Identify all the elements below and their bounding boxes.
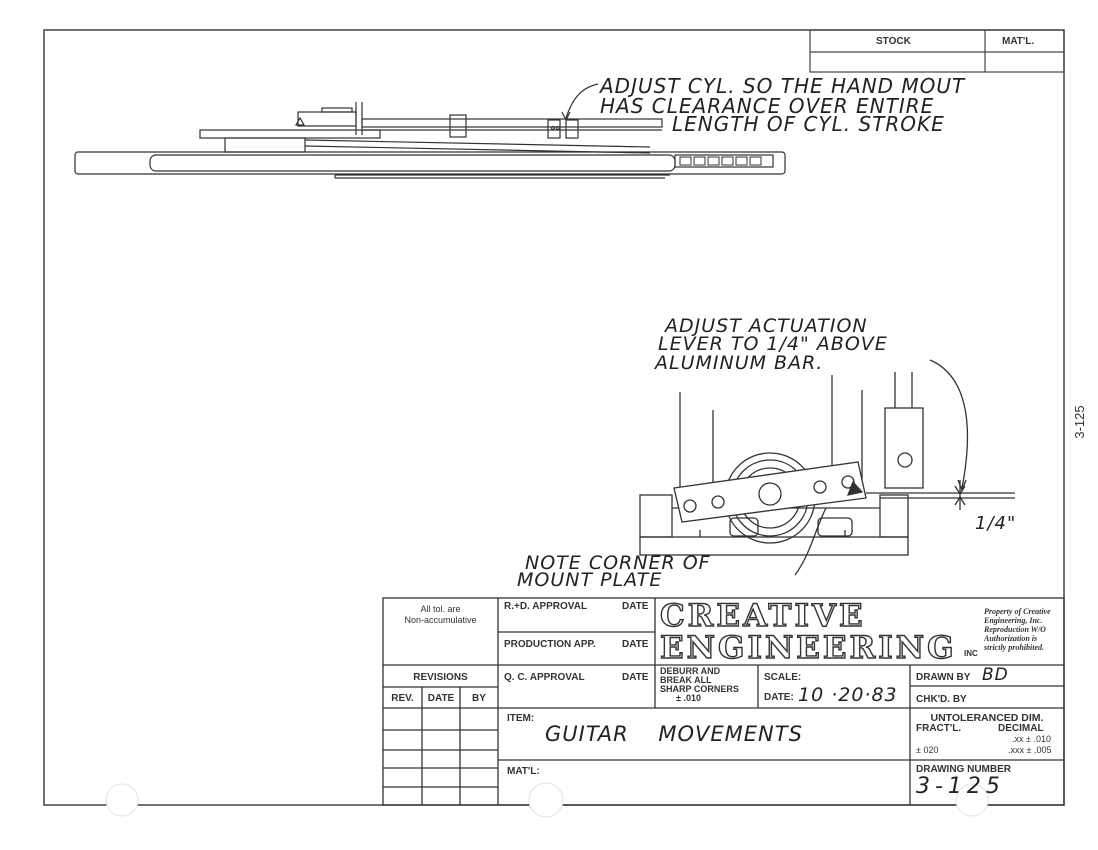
date-field-label: DATE: xyxy=(764,692,794,703)
deburr-line4: ± .010 xyxy=(676,693,701,703)
tolerance-note-line1: All tol. are xyxy=(420,604,461,614)
property-line4: Authorization is xyxy=(984,634,1038,643)
untoleranced-label: UNTOLERANCED DIM. xyxy=(930,712,1044,724)
stock-material-table xyxy=(809,29,1065,73)
cylinder-note-line1: ADJUST CYL. SO THE HAND MOUT xyxy=(600,74,966,98)
company-name-line1: CREATIVE xyxy=(659,597,866,634)
checked-by-label: CHK'D. BY xyxy=(916,694,967,705)
deburr-line3: SHARP CORNERS xyxy=(660,684,739,694)
side-drawing-number: 3-125 xyxy=(1072,405,1087,439)
company-name-line2: ENGINEERING xyxy=(659,629,957,666)
drawing-number-label: DRAWING NUMBER xyxy=(916,764,1011,775)
rd-date-label: DATE xyxy=(622,601,649,612)
drawn-by-value: BD xyxy=(982,665,1009,685)
production-date-label: DATE xyxy=(622,639,649,650)
property-line5: strictly prohibited. xyxy=(984,643,1044,652)
rd-approval-label: R.+D. APPROVAL xyxy=(504,601,588,612)
scale-label: SCALE: xyxy=(764,672,802,683)
date-value: 10 ·20·83 xyxy=(798,684,898,706)
lever-note-line2: LEVER TO 1/4" ABOVE xyxy=(658,333,888,355)
fractional-label: FRACT'L. xyxy=(916,723,962,734)
lever-note-line3: ALUMINUM BAR. xyxy=(655,352,824,374)
material-label: MAT'L: xyxy=(507,766,540,777)
item-value: GUITAR MOVEMENTS xyxy=(545,722,803,746)
rev-column-label: REV. xyxy=(391,693,414,704)
tolerance-xx: .xx ± .010 xyxy=(1012,734,1051,744)
deburr-line1: DEBURR AND xyxy=(660,666,721,676)
binder-holes xyxy=(105,782,989,818)
cylinder-note-line2: HAS CLEARANCE OVER ENTIRE xyxy=(600,94,935,118)
deburr-line2: BREAK ALL xyxy=(660,675,712,685)
lever-note-line1: ADJUST ACTUATION xyxy=(665,315,868,337)
tolerance-note-line2: Non-accumulative xyxy=(404,615,477,625)
dimension-label: 1/4" xyxy=(975,513,1017,534)
title-block xyxy=(382,597,1065,806)
item-label: ITEM: xyxy=(507,713,535,724)
stock-label: STOCK xyxy=(876,36,911,47)
property-line1: Property of Creative xyxy=(984,607,1051,616)
tolerance-xxx: .xxx ± .005 xyxy=(1008,745,1052,755)
production-app-label: PRODUCTION APP. xyxy=(504,639,596,650)
side-view-drawing xyxy=(74,83,786,179)
qc-date-label: DATE xyxy=(622,672,649,683)
drawing-number-value: 3-125 xyxy=(916,774,1005,799)
actuation-detail-drawing xyxy=(639,359,1015,576)
corner-note-line1: NOTE CORNER OF xyxy=(525,552,711,574)
property-line2: Engineering, Inc. xyxy=(984,616,1043,625)
cylinder-note-line3: LENGTH OF CYL. STROKE xyxy=(672,112,945,136)
date-column-label: DATE xyxy=(427,693,455,704)
material-header-label: MAT'L. xyxy=(1002,36,1035,47)
tolerance-fractional: ± 020 xyxy=(916,745,939,755)
qc-approval-label: Q. C. APPROVAL xyxy=(504,672,585,683)
corner-note-line2: MOUNT PLATE xyxy=(517,569,663,591)
by-column-label: BY xyxy=(472,693,486,704)
property-line3: Reproduction W/O xyxy=(984,625,1046,634)
decimal-label: DECIMAL xyxy=(998,723,1044,734)
drawn-by-label: DRAWN BY xyxy=(916,672,971,683)
company-suffix: INC xyxy=(964,649,978,658)
revisions-label: REVISIONS xyxy=(413,672,468,683)
